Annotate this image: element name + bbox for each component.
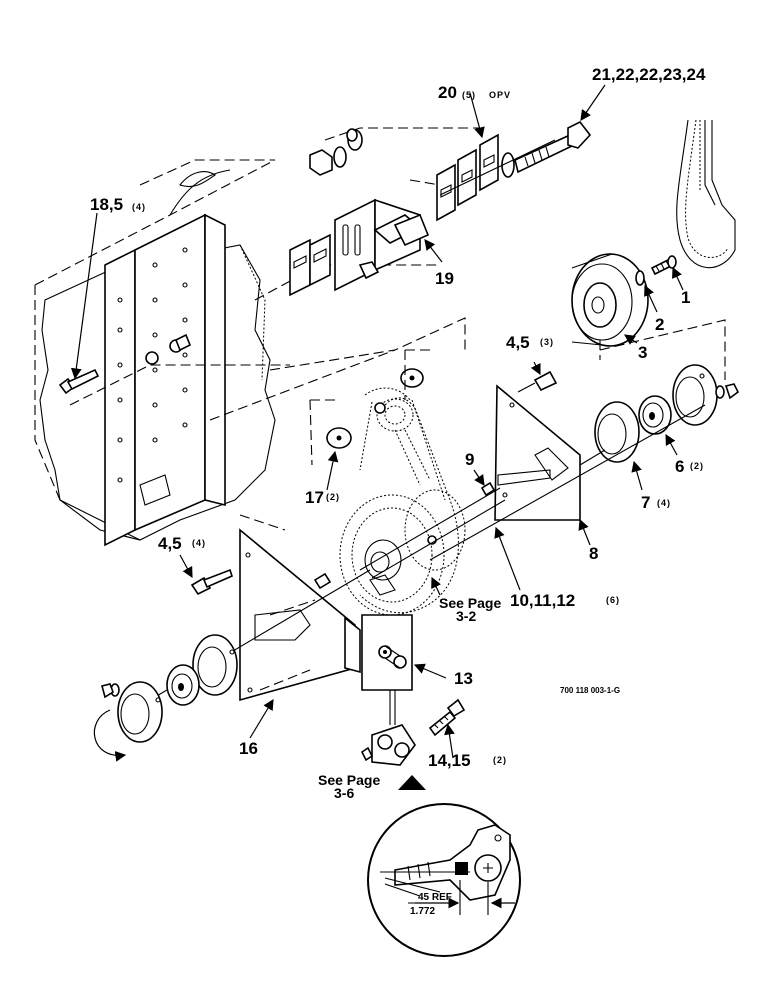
see-page-3-6-line2: 3-6 [334, 785, 354, 801]
callout-6-qty: (2) [690, 461, 704, 471]
rotation-arrow [93, 709, 127, 762]
bearing-flange-7 [594, 401, 640, 463]
callout-2: 2 [655, 315, 664, 334]
callout-17-qty: (2) [326, 492, 340, 502]
callout-20-qty: (5) [462, 90, 476, 100]
detail-ref-value: 1.772 [410, 906, 435, 917]
callout-16: 16 [239, 739, 258, 758]
callout-18-5-qty: (4) [132, 202, 146, 212]
callout-7-qty: (4) [657, 498, 671, 508]
callout-19: 19 [435, 269, 454, 288]
tensioner-assembly [360, 690, 466, 766]
bearing-plate-16 [239, 528, 361, 702]
bolt-4-5-right [517, 370, 558, 393]
callout-18-5: 18,5 [90, 195, 123, 214]
figure-id: 700 118 003-1-G [560, 686, 620, 695]
pulley-3 [571, 253, 649, 347]
bolt-1 [650, 255, 677, 276]
detail-view [367, 775, 521, 957]
nut-washer-right [715, 383, 740, 400]
callout-14-15-qty: (2) [493, 755, 507, 765]
drive-arm-assembly [339, 387, 466, 616]
bearing-flange-left-inner [192, 634, 238, 696]
frame-housing [34, 159, 466, 547]
bolt-18 [58, 368, 100, 395]
callout-13: 13 [454, 669, 473, 688]
callout-4-5-left-qty: (4) [192, 538, 206, 548]
callout-4-5-right: 4,5 [506, 333, 530, 352]
see-page-3-2-line2: 3-2 [456, 608, 476, 624]
bolt-4-5-left [190, 568, 233, 596]
callout-17: 17 [305, 488, 324, 507]
key-9 [480, 481, 496, 497]
nut-washer-left [101, 683, 120, 699]
bracket-13 [361, 614, 413, 691]
see-page-3-2-line1: See Page [439, 595, 501, 611]
callout-20-suffix: OPV [489, 90, 511, 100]
callout-14-15: 14,15 [428, 751, 471, 770]
bearing-flange-7-outer [672, 364, 718, 426]
callout-20: 20 [438, 83, 457, 102]
adjuster-assembly [289, 120, 592, 297]
callout-9: 9 [465, 450, 474, 469]
callout-3: 3 [638, 343, 647, 362]
bearing-left [166, 664, 200, 706]
callout-4-5-right-qty: (3) [540, 337, 554, 347]
bolt-upper-left [313, 572, 332, 590]
callout-8: 8 [589, 544, 598, 563]
callout-4-5-left: 4,5 [158, 534, 182, 553]
bearing-flange-left-outer [117, 681, 163, 743]
see-page-3-6-line1: See Page [318, 772, 380, 788]
detail-ref-label: 45 REF [418, 892, 452, 903]
drive-belt [676, 119, 736, 269]
callout-10-11-12-qty: (6) [606, 595, 620, 605]
washers-17 [309, 349, 435, 466]
bearing-6 [638, 395, 672, 435]
callout-10-11-12: 10,11,12 [510, 591, 575, 610]
callout-7: 7 [641, 493, 650, 512]
detail-pointer-icon [398, 775, 426, 790]
washer-2 [635, 270, 645, 286]
callout-6: 6 [675, 457, 684, 476]
leader-lines [70, 84, 684, 759]
callout-21: 21,22,22,23,24 [592, 65, 706, 84]
callout-labels: 18,5 (4) 20 (5) OPV 21,22,22,23,24 19 1 … [90, 65, 706, 917]
callout-1: 1 [681, 288, 690, 307]
